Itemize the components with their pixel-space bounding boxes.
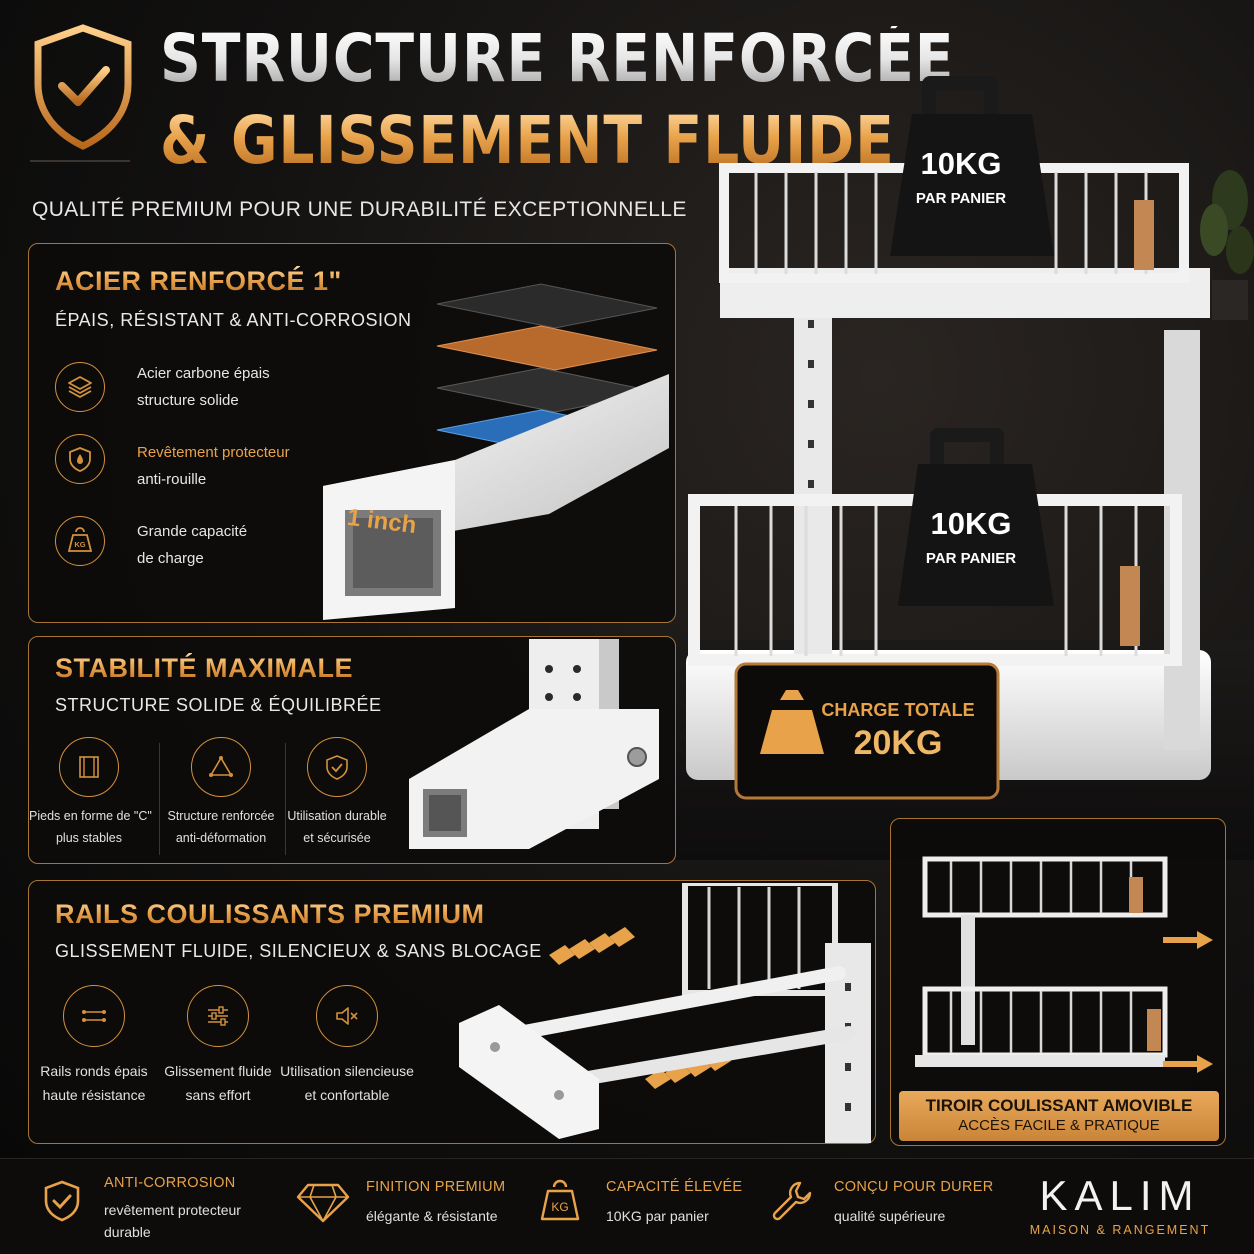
rails-feature-1-line1: Rails ronds épais [40,1063,148,1079]
steel-tube-illustration [323,283,669,620]
steel-feature-3-line1: Grande capacité [137,523,248,540]
bottom-item-durer: CONÇU POUR DURER qualité supérieure [770,1173,1000,1243]
steel-panel-title: ACIER RENFORCÉ 1" [55,266,342,296]
header-shield-badge [28,22,138,162]
steel-feature-2 [55,434,105,484]
bottom-item-1-title: ANTI-CORROSION [104,1175,236,1191]
bottom-feature-bar: ANTI-CORROSION revêtement protecteur dur… [0,1158,1254,1254]
c-foot-illustration [409,639,659,849]
bottom-item-finition: FINITION PREMIUM élégante & résistante [296,1173,526,1243]
page-title-line2: & GLISSEMENT FLUIDE [160,102,895,179]
svg-text:KG: KG [74,540,85,549]
diamond-icon [296,1183,350,1223]
rails-icon [82,1010,106,1022]
rails-feature-1-line2: haute résistance [42,1087,146,1103]
weight-top-label: PAR PANIER [915,190,1007,207]
charge-total-label: CHARGE TOTALE [821,700,975,720]
stability-panel-title: STABILITÉ MAXIMALE [55,653,353,683]
bottom-item-2-title: FINITION PREMIUM [366,1179,506,1195]
weight-bottom-value: 10KG [930,506,1012,541]
page-subtitle: QUALITÉ PREMIUM POUR UNE DURABILITÉ EXCE… [32,198,687,221]
brand-logo: KALIM MAISON & RANGEMENT [1020,1173,1220,1243]
kg-weight-icon: KG [540,1179,580,1221]
page-title-line1: STRUCTURE RENFORCÉE [160,20,955,97]
bottom-item-anticorrosion: ANTI-CORROSION revêtement protecteur dur… [40,1173,280,1243]
rails-feature-1: Rails ronds épais haute résistance [29,985,159,1107]
shield-check-icon [44,1180,80,1222]
drawer-label-box: TIROIR COULISSANT AMOVIBLE ACCÈS FACILE … [899,1091,1219,1141]
rails-panel: RAILS COULISSANTS PREMIUM GLISSEMENT FLU… [28,880,876,1144]
rails-feature-3: Utilisation silencieuse et confortable [277,985,417,1107]
steel-feature-1-line1: Acier carbone épais [137,365,270,382]
stability-feature-2-line1: Structure renforcée [167,809,275,823]
bottom-item-3-line1: 10KG par panier [606,1208,709,1224]
stability-feature-2: Structure renforcée anti-déformation [161,737,281,849]
bottom-item-1-line1: revêtement protecteur [104,1202,241,1218]
steel-feature-1-line2: structure solide [137,392,239,409]
c-foot-icon [79,756,99,778]
mute-icon [336,1007,358,1025]
rails-feature-2-line1: Glissement fluide [164,1063,272,1079]
rails-feature-3-line2: et confortable [304,1087,390,1103]
layers-icon [68,376,92,398]
steel-panel-subtitle: ÉPAIS, RÉSISTANT & ANTI-CORROSION [55,310,412,330]
header-divider [30,160,130,162]
steel-feature-2-line2: anti-rouille [137,471,207,488]
steel-feature-1 [55,362,105,412]
weight-bottom-label: PAR PANIER [925,550,1017,567]
stability-panel: STABILITÉ MAXIMALE STRUCTURE SOLIDE & ÉQ… [28,636,676,864]
shield-check-icon [326,755,348,780]
bottom-item-3-title: CAPACITÉ ÉLEVÉE [606,1179,743,1195]
brand-name: KALIM [1039,1172,1201,1219]
drawer-illustration [915,856,1213,1073]
drawer-title: TIROIR COULISSANT AMOVIBLE [925,1096,1193,1115]
bottom-item-capacite: KG CAPACITÉ ÉLEVÉE 10KG par panier [538,1173,758,1243]
stability-feature-1-line2: plus stables [55,831,122,845]
drawer-subtitle: ACCÈS FACILE & PRATIQUE [958,1117,1160,1134]
stability-panel-subtitle: STRUCTURE SOLIDE & ÉQUILIBRÉE [55,695,382,715]
rails-feature-2: Glissement fluide sans effort [153,985,283,1107]
drawer-panel: TIROIR COULISSANT AMOVIBLE ACCÈS FACILE … [890,818,1226,1146]
bottom-item-1-line2: durable [104,1224,151,1240]
stability-feature-3-line2: et sécurisée [303,831,371,845]
steel-feature-3-line2: de charge [137,550,204,567]
rails-panel-subtitle: GLISSEMENT FLUIDE, SILENCIEUX & SANS BLO… [55,941,542,961]
steel-panel: ACIER RENFORCÉ 1" ÉPAIS, RÉSISTANT & ANT… [28,243,676,623]
rails-feature-3-line1: Utilisation silencieuse [280,1063,414,1079]
shield-check-icon [34,24,132,150]
sliders-icon [208,1006,228,1026]
drop-shield-icon [69,447,91,472]
svg-text:KG: KG [551,1200,568,1214]
steel-feature-2-line1: Revêtement protecteur [137,444,290,461]
rails-feature-2-line2: sans effort [185,1087,251,1103]
rails-panel-title: RAILS COULISSANTS PREMIUM [55,899,485,929]
wrench-icon [772,1181,812,1221]
rails-illustration [459,883,871,1143]
bottom-item-2-line1: élégante & résistante [366,1208,498,1224]
weight-top-value: 10KG [920,146,1002,181]
steel-feature-3: KG [55,516,105,566]
bottom-item-4-line1: qualité supérieure [834,1208,946,1224]
bottom-item-4-title: CONÇU POUR DURER [834,1179,994,1195]
charge-total-value: 20KG [853,724,943,762]
triangle-icon [209,756,233,777]
plant-decoration [1190,160,1254,320]
shelf-organizer-illustration [686,76,1211,800]
brand-tagline: MAISON & RANGEMENT [1029,1223,1211,1237]
kg-weight-icon: KG [67,527,93,552]
stability-feature-3: Utilisation durable et sécurisée [277,737,397,849]
stability-feature-3-line1: Utilisation durable [287,809,387,823]
stability-feature-1: Pieds en forme de "C" plus stables [29,737,152,849]
stability-feature-1-line1: Pieds en forme de "C" [29,809,152,823]
stability-feature-2-line2: anti-déformation [175,831,267,845]
